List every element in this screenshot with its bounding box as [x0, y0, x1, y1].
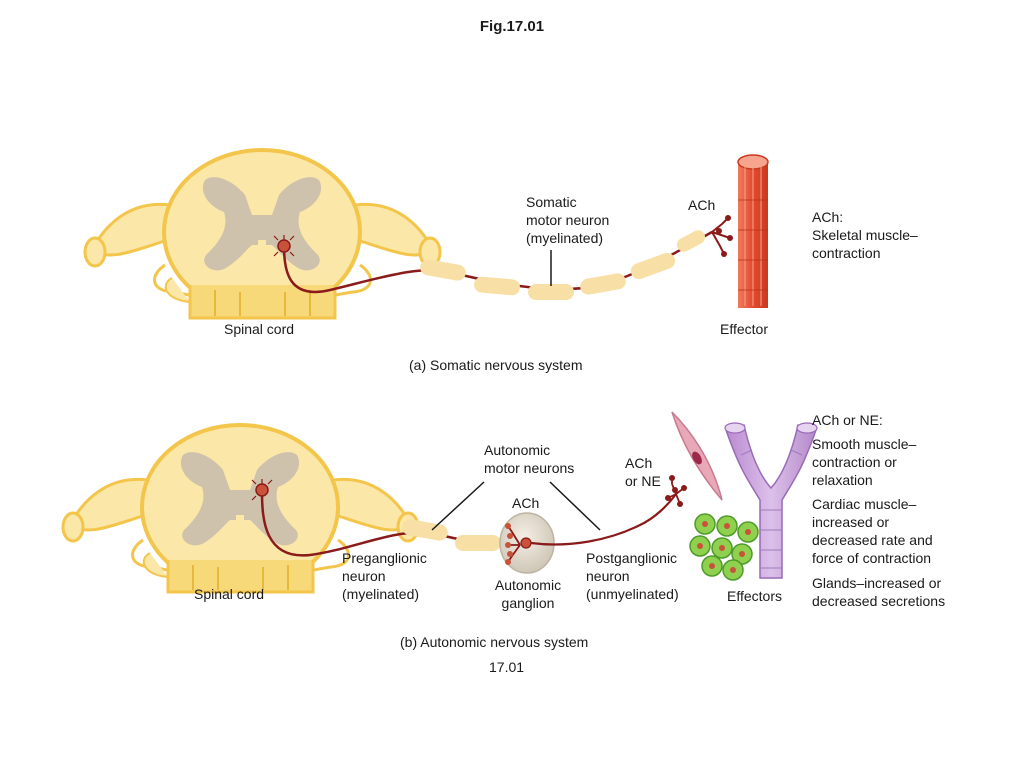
ganglion-label-1: Autonomic: [494, 577, 562, 593]
glands: [689, 513, 759, 581]
effect-glands-2: decreased secretions: [812, 593, 946, 609]
skeletal-muscle: [737, 154, 769, 308]
caption-b: (b) Autonomic nervous system: [400, 634, 589, 650]
effect-line-a-1: Skeletal muscle–: [812, 227, 918, 243]
somatic-label-line3: (myelinated): [526, 230, 604, 246]
preganglionic-1: Preganglionic: [342, 550, 427, 566]
spinal-cord-label-b: Spinal cord: [194, 586, 265, 602]
effect-smooth-1: Smooth muscle–: [812, 436, 917, 452]
caption-a: (a) Somatic nervous system: [409, 357, 583, 373]
effect-cardiac-1: Cardiac muscle–: [812, 496, 917, 512]
spinal-cord-a: [83, 148, 442, 320]
figure-title: Fig.17.01: [479, 18, 545, 35]
somatic-label-line1: Somatic: [526, 194, 577, 210]
effect-cardiac-2: increased or: [812, 514, 890, 530]
postganglionic-1: Postganglionic: [586, 550, 678, 566]
smooth-muscle-cell: [671, 411, 723, 501]
postganglionic-neuron: [530, 475, 687, 546]
ach-label-a: ACh: [688, 197, 716, 213]
effect-smooth-2: contraction or: [812, 454, 897, 470]
effect-cardiac-3: decreased rate and: [812, 532, 933, 548]
post-transmitter-2: or NE: [625, 473, 661, 489]
preganglionic-neuron: [251, 479, 521, 557]
effect-glands-1: Glands–increased or: [812, 575, 942, 591]
blood-vessel: [724, 422, 818, 579]
postganglionic-3: (unmyelinated): [586, 586, 679, 602]
effector-label: Effector: [720, 321, 768, 337]
somatic-motor-neuron: [273, 215, 733, 300]
autonomic-ganglion: [499, 512, 555, 574]
postganglionic-2: neuron: [586, 568, 630, 584]
ganglion-label-2: ganglion: [501, 595, 555, 611]
somatic-label-line2: motor neuron: [526, 212, 610, 228]
figure-number: 17.01: [489, 659, 525, 675]
preganglionic-2: neuron: [342, 568, 386, 584]
spinal-cord-label-a: Spinal cord: [224, 321, 295, 337]
preganglionic-3: (myelinated): [342, 586, 420, 602]
effect-smooth-3: relaxation: [812, 472, 873, 488]
spinal-cord-b: [61, 423, 420, 594]
effect-title-b: ACh or NE:: [812, 412, 883, 428]
motor-neurons-label-1: Autonomic: [484, 442, 551, 458]
motor-neurons-label-2: motor neurons: [484, 460, 575, 476]
post-transmitter-1: ACh: [625, 455, 653, 471]
ach-label-ganglion: ACh: [512, 495, 540, 511]
effect-cardiac-4: force of contraction: [812, 550, 932, 566]
effect-title-a: ACh:: [812, 209, 844, 225]
effectors-label: Effectors: [727, 588, 782, 604]
effect-line-a-2: contraction: [812, 245, 881, 261]
motor-neurons-pointers: [431, 481, 601, 531]
